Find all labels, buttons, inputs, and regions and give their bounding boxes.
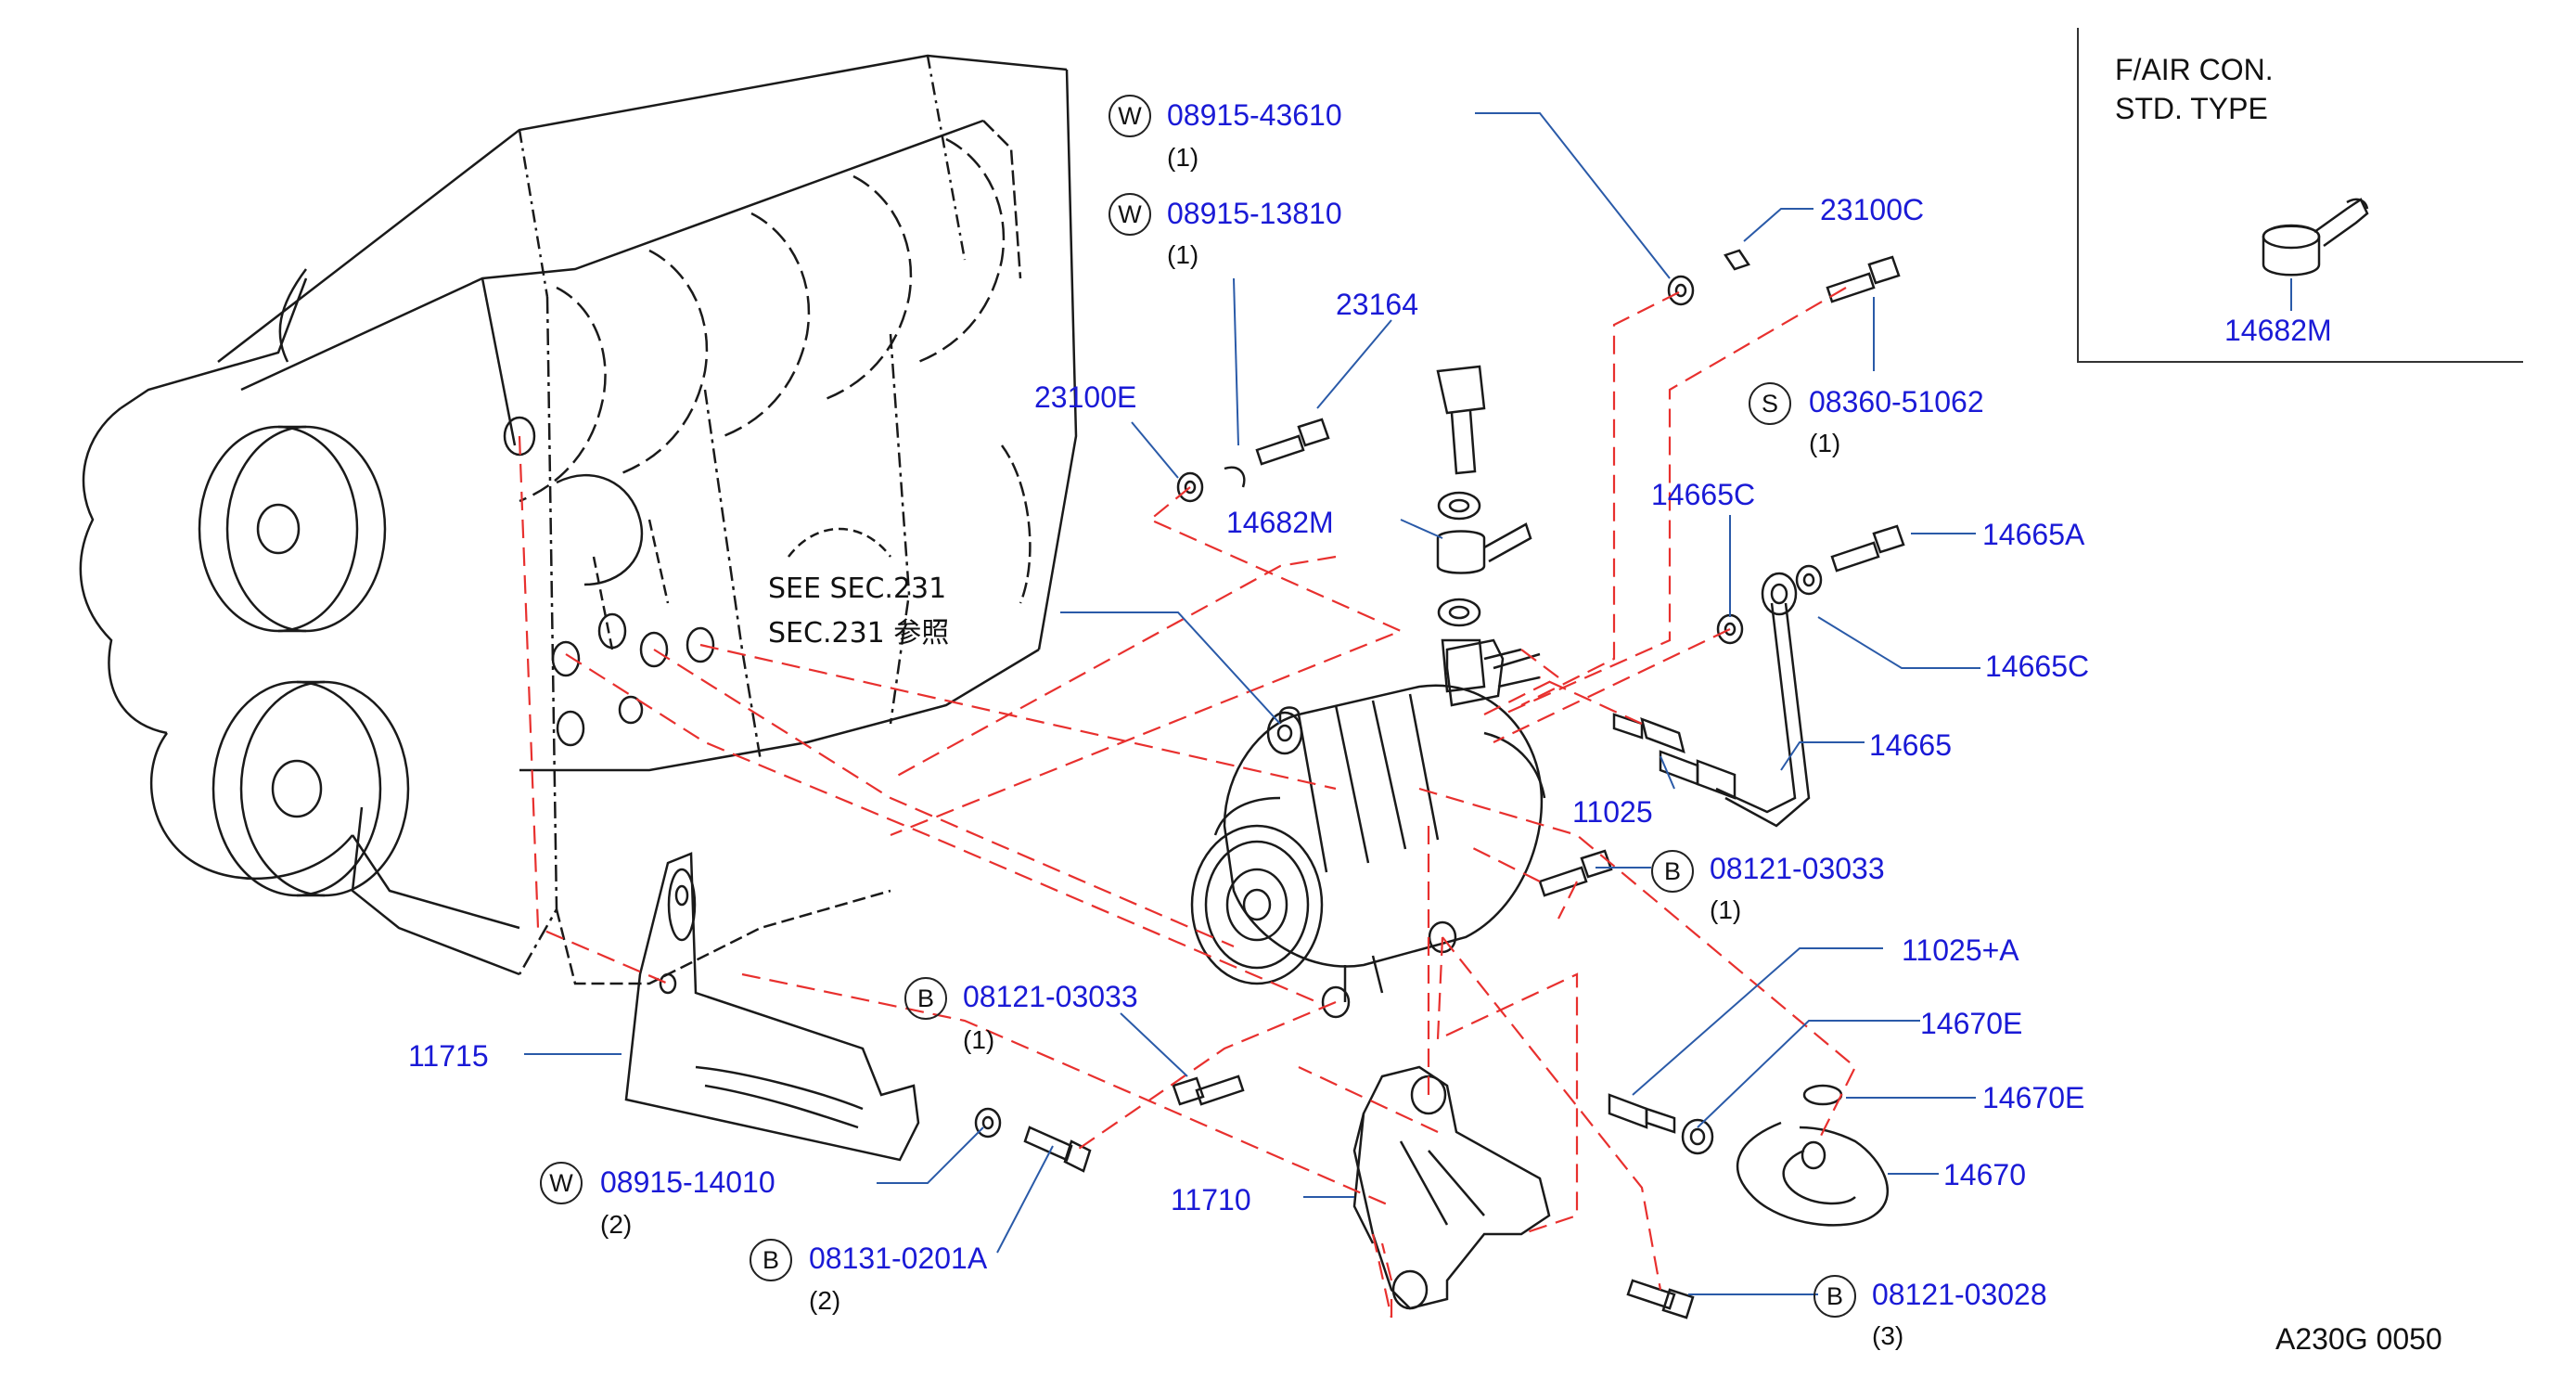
quantity-08131-0201a: (2) [809,1286,841,1315]
part-number-08121-03028[interactable]: 08121-03028 [1872,1278,2047,1311]
part-number-08915-13810[interactable]: 08915-13810 [1167,197,1342,230]
part-number-14665c-top[interactable]: 14665C [1651,478,1756,511]
marker-b-icon: B [750,1239,792,1281]
inset-box-frame [2077,28,2523,363]
inset-title-line1: F/AIR CON. [2115,53,2274,86]
part-number-14670[interactable]: 14670 [1943,1158,2026,1191]
part-number-11710[interactable]: 11710 [1171,1183,1251,1216]
quantity-08360-51062: (1) [1809,429,1841,457]
part-number-14665c-right[interactable]: 14665C [1985,650,2090,683]
inset-title-line2: STD. TYPE [2115,92,2268,125]
part-number-08121-03033-right[interactable]: 08121-03033 [1710,852,1885,885]
leader-lines [524,112,2292,1295]
marker-w-icon: W [1109,95,1151,137]
inset-banjo-illustration [2262,198,2369,277]
part-number-23164[interactable]: 23164 [1336,288,1418,321]
hose-14670-illustration [1737,1121,1890,1227]
quantity-08121-03033-left: (1) [963,1025,995,1054]
part-number-14670e-upper[interactable]: 14670E [1920,1007,2023,1040]
marker-w-icon: W [1109,193,1151,236]
marker-b-icon: B [1651,850,1694,893]
part-number-08915-14010[interactable]: 08915-14010 [600,1165,775,1199]
alternator-illustration [1190,638,1546,1019]
assembly-center-lines [518,287,1857,1319]
part-number-14682m[interactable]: 14682M [1226,506,1334,539]
bracket-11715-illustration [624,852,920,1162]
part-number-11025-a[interactable]: 11025+A [1902,933,2019,967]
see-reference-line2: SEC.231 参照 [768,617,950,650]
drawing-code: A230G 0050 [2275,1322,2442,1356]
marker-w-icon: W [540,1162,583,1204]
marker-b-icon: B [1813,1275,1856,1318]
part-number-08131-0201a[interactable]: 08131-0201A [809,1242,988,1275]
marker-s-icon: S [1749,382,1791,425]
part-number-23100e[interactable]: 23100E [1034,380,1137,414]
part-number-14665[interactable]: 14665 [1869,728,1952,762]
part-number-11715[interactable]: 11715 [408,1039,489,1073]
part-number-14670e-lower[interactable]: 14670E [1982,1081,2085,1114]
quantity-08915-43610: (1) [1167,143,1199,172]
part-number-14665a[interactable]: 14665A [1982,518,2085,551]
small-parts [974,249,1905,1319]
quantity-08915-14010: (2) [600,1210,633,1239]
quantity-08121-03033-right: (1) [1710,895,1742,924]
part-number-08121-03033-left[interactable]: 08121-03033 [963,980,1138,1013]
part-number-08915-43610[interactable]: 08915-43610 [1167,98,1342,132]
quantity-08915-13810: (1) [1167,240,1199,269]
quantity-08121-03028: (3) [1872,1321,1904,1350]
marker-b-icon: B [904,977,947,1020]
part-number-11025[interactable]: 11025 [1572,795,1653,829]
part-number-14682m-inset[interactable]: 14682M [2224,314,2332,347]
bracket-11710-illustration [1352,1065,1551,1310]
oil-pipe-14665-illustration [1659,572,1811,828]
part-number-08360-51062[interactable]: 08360-51062 [1809,385,1984,418]
crank-pulley-illustration [198,425,410,897]
engine-bosses [503,416,715,747]
engine-block-illustration [79,54,1078,985]
see-reference-line1: SEE SEC.231 [768,573,947,605]
part-number-23100c[interactable]: 23100C [1820,193,1925,226]
